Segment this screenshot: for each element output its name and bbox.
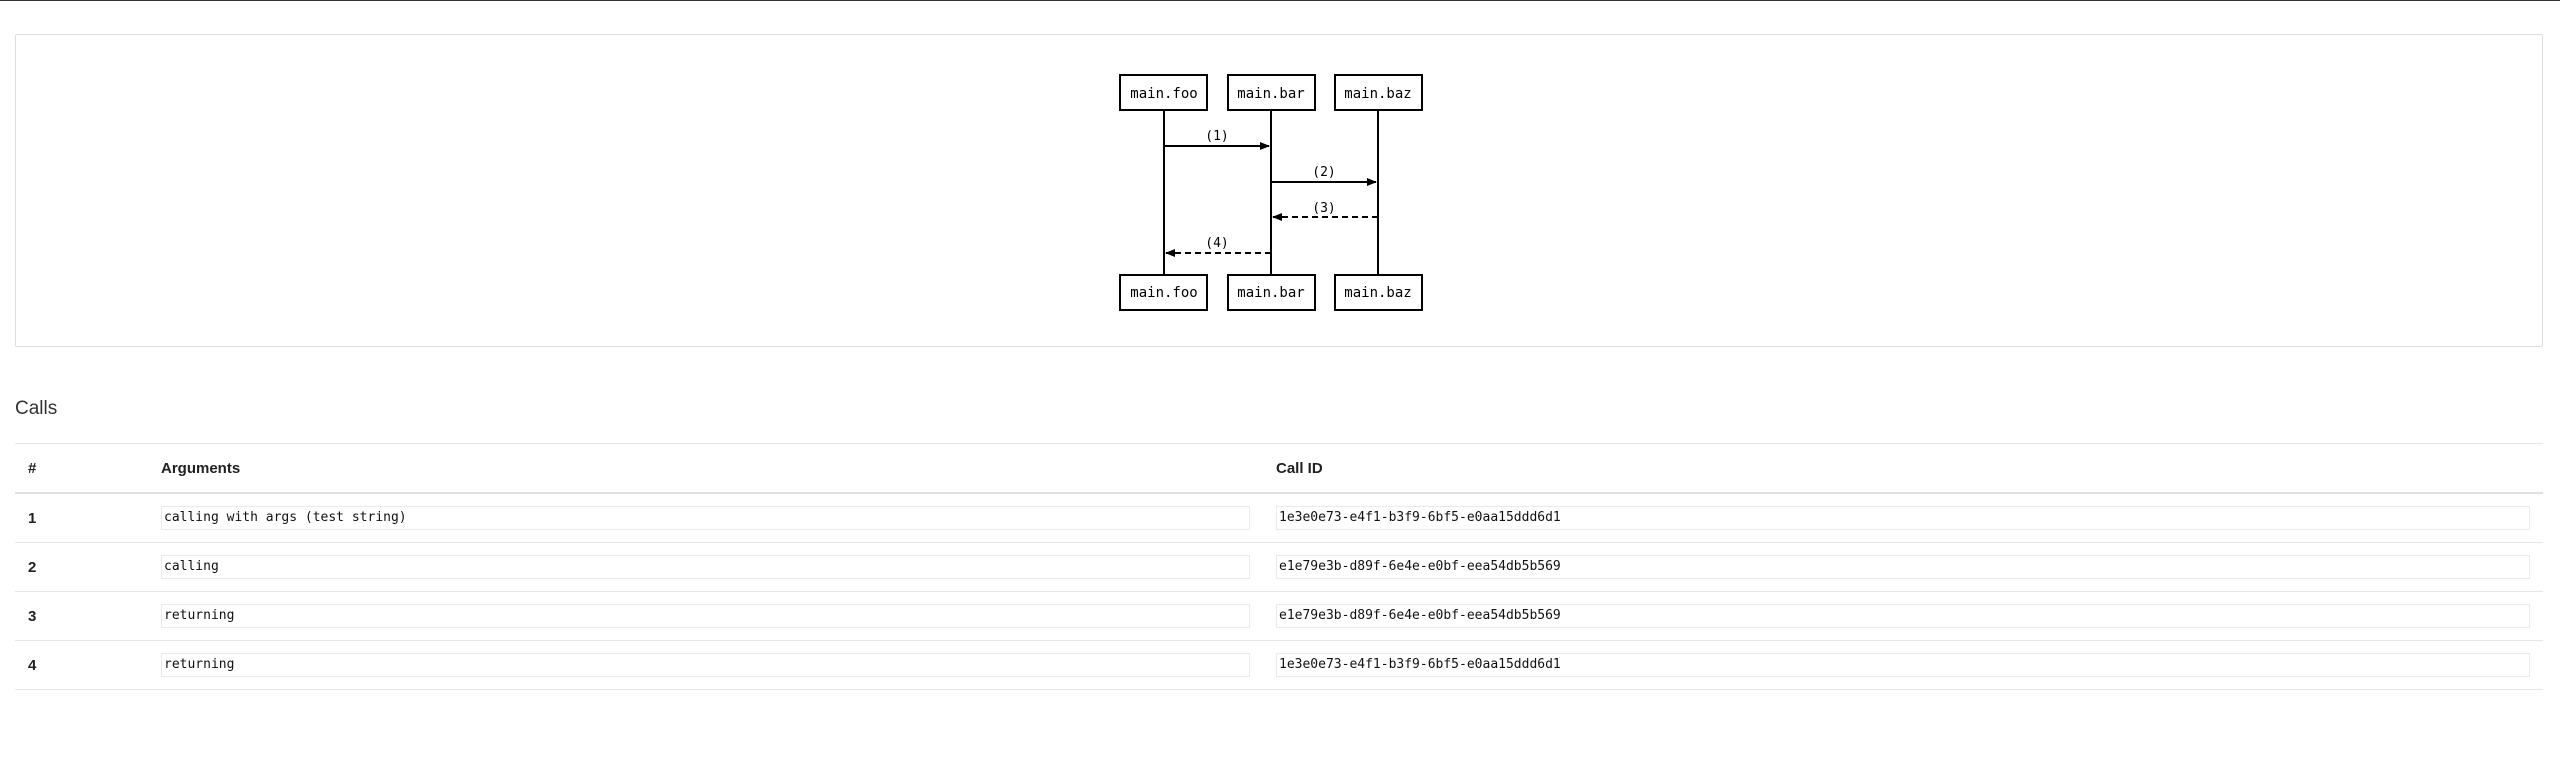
message-1: (1) — [1164, 129, 1270, 150]
call-id-value[interactable]: 1e3e0e73-e4f1-b3f9-6bf5-e0aa15ddd6d1 — [1276, 506, 2530, 530]
call-id-cell: 1e3e0e73-e4f1-b3f9-6bf5-e0aa15ddd6d1 — [1263, 493, 2543, 543]
message-4: (4) — [1165, 236, 1271, 257]
call-id-cell: 1e3e0e73-e4f1-b3f9-6bf5-e0aa15ddd6d1 — [1263, 640, 2543, 690]
arguments-value[interactable]: returning — [161, 653, 1250, 677]
participant-bottom-main-bar: main.bar — [1227, 274, 1316, 311]
participant-label: main.baz — [1344, 285, 1411, 301]
participant-top-main-foo: main.foo — [1119, 74, 1208, 111]
call-id-cell: e1e79e3b-d89f-6e4e-e0bf-eea54db5b569 — [1263, 542, 2543, 592]
participant-bottom-main-foo: main.foo — [1119, 274, 1208, 311]
table-row: 4 returning 1e3e0e73-e4f1-b3f9-6bf5-e0aa… — [15, 640, 2543, 690]
arguments-value[interactable]: calling — [161, 555, 1250, 579]
participant-top-main-baz: main.baz — [1334, 74, 1423, 111]
top-divider — [0, 0, 2560, 1]
message-label: (1) — [1205, 129, 1228, 144]
row-number: 4 — [15, 640, 146, 690]
participant-bottom-main-baz: main.baz — [1334, 274, 1423, 311]
call-id-value[interactable]: e1e79e3b-d89f-6e4e-e0bf-eea54db5b569 — [1276, 604, 2530, 628]
arguments-cell: returning — [146, 591, 1263, 641]
arguments-cell: calling — [146, 542, 1263, 592]
row-number: 1 — [15, 493, 146, 543]
message-2: (2) — [1271, 165, 1377, 186]
call-id-value[interactable]: 1e3e0e73-e4f1-b3f9-6bf5-e0aa15ddd6d1 — [1276, 653, 2530, 677]
column-header-call-id: Call ID — [1263, 443, 2543, 494]
participant-label: main.foo — [1130, 285, 1197, 301]
arguments-value[interactable]: calling with args (test string) — [161, 506, 1250, 530]
participant-label: main.bar — [1237, 86, 1304, 102]
row-number: 2 — [15, 542, 146, 592]
message-label: (3) — [1312, 201, 1335, 216]
participant-label: main.foo — [1130, 86, 1197, 102]
table-row: 2 calling e1e79e3b-d89f-6e4e-e0bf-eea54d… — [15, 542, 2543, 592]
calls-section-title: Calls — [15, 398, 58, 419]
call-id-cell: e1e79e3b-d89f-6e4e-e0bf-eea54db5b569 — [1263, 591, 2543, 641]
column-header-num: # — [15, 443, 146, 494]
calls-table: # Arguments Call ID 1 calling with args … — [15, 443, 2543, 690]
arguments-value[interactable]: returning — [161, 604, 1250, 628]
participant-label: main.bar — [1237, 285, 1304, 301]
table-header-row: # Arguments Call ID — [15, 443, 2543, 494]
table-row: 1 calling with args (test string) 1e3e0e… — [15, 493, 2543, 543]
arguments-cell: returning — [146, 640, 1263, 690]
message-label: (4) — [1205, 236, 1228, 251]
arguments-cell: calling with args (test string) — [146, 493, 1263, 543]
message-label: (2) — [1312, 165, 1335, 180]
sequence-diagram-panel: main.foo main.bar main.baz (1) (2) (3) (… — [15, 34, 2543, 347]
message-3: (3) — [1272, 201, 1378, 221]
column-header-arguments: Arguments — [146, 443, 1263, 494]
call-id-value[interactable]: e1e79e3b-d89f-6e4e-e0bf-eea54db5b569 — [1276, 555, 2530, 579]
sequence-diagram: main.foo main.bar main.baz (1) (2) (3) (… — [1119, 74, 1423, 311]
row-number: 3 — [15, 591, 146, 641]
participant-label: main.baz — [1344, 86, 1411, 102]
table-row: 3 returning e1e79e3b-d89f-6e4e-e0bf-eea5… — [15, 591, 2543, 641]
participant-top-main-bar: main.bar — [1227, 74, 1316, 111]
